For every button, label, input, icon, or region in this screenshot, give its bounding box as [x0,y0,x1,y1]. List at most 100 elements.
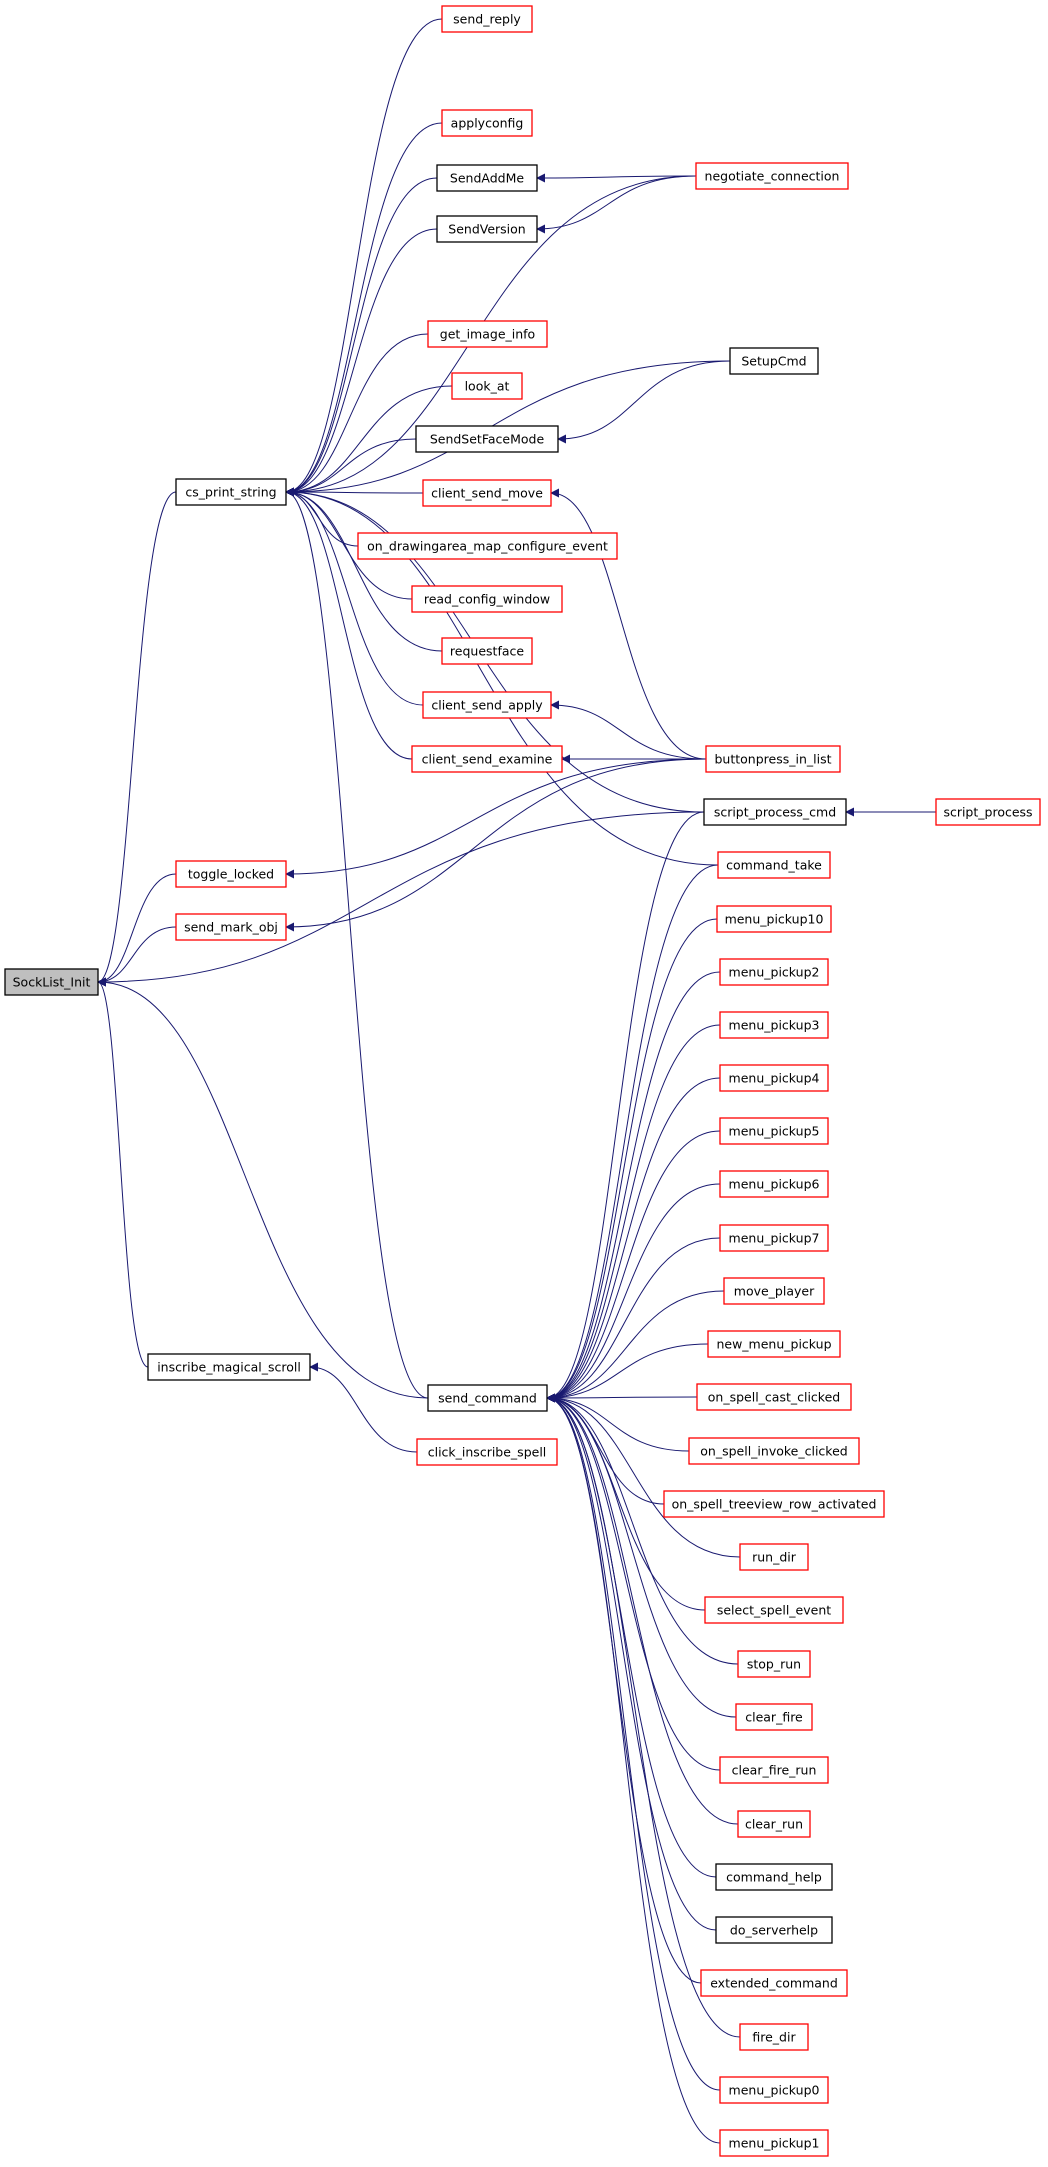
edge-send-reply-to-cs-print-string [285,18,443,497]
edge-buttonpress-in-list-to-client-send-move [550,488,707,760]
node-stop-run[interactable]: stop_run [737,1650,811,1678]
node-label: on_spell_cast_clicked [708,1390,840,1405]
node-run-dir[interactable]: run_dir [739,1543,809,1571]
node-new-menu-pickup[interactable]: new_menu_pickup [707,1330,841,1358]
node-box [695,162,849,190]
node-label: menu_pickup0 [729,2083,820,2098]
edge-command-take-to-send-command [546,864,719,1403]
node-label: on_spell_invoke_clicked [700,1444,847,1459]
node-box [935,798,1041,826]
node-requestface[interactable]: requestface [441,637,533,665]
node-sendsetfacemode[interactable]: SendSetFaceMode [415,425,559,453]
edge-menu-pickup5-to-send-command [546,1130,721,1403]
node-menu-pickup2[interactable]: menu_pickup2 [719,958,829,986]
node-buttonpress-in-list[interactable]: buttonpress_in_list [705,745,841,773]
node-box [696,1383,852,1411]
node-script-process[interactable]: script_process [935,798,1041,826]
edge-buttonpress-in-list-to-send-mark-obj [285,758,707,932]
node-menu-pickup7[interactable]: menu_pickup7 [719,1224,829,1252]
node-get-image-info[interactable]: get_image_info [427,320,548,348]
node-box [436,215,538,243]
edge-setupcmd-to-sendsetfacemode [557,360,731,444]
node-setupcmd[interactable]: SetupCmd [729,347,819,375]
node-command-help[interactable]: command_help [715,1863,833,1891]
node-socklist-init[interactable]: SockList_Init [4,968,99,996]
edge-do-serverhelp-to-send-command [546,1393,717,1931]
node-cs-print-string[interactable]: cs_print_string [175,478,287,506]
node-negotiate-connection[interactable]: negotiate_connection [695,162,849,190]
node-read-config-window[interactable]: read_config_window [411,585,563,613]
node-menu-pickup4[interactable]: menu_pickup4 [719,1064,829,1092]
node-box [663,1490,885,1518]
edge-send-mark-obj-to-socklist-init [97,926,177,987]
node-box [719,958,829,986]
node-box [723,1277,825,1305]
edge-on-spell-invoke-clicked-to-send-command [546,1393,690,1452]
node-menu-pickup3[interactable]: menu_pickup3 [719,1011,829,1039]
node-send-reply[interactable]: send_reply [441,5,533,33]
node-box [427,1384,548,1412]
node-clear-fire[interactable]: clear_fire [735,1703,813,1731]
node-clear-fire-run[interactable]: clear_fire_run [719,1756,829,1784]
node-box [411,585,563,613]
node-box [735,1703,813,1731]
node-label: on_spell_treeview_row_activated [672,1497,877,1512]
edge-menu-pickup2-to-send-command [546,971,721,1403]
node-client-send-move[interactable]: client_send_move [422,479,552,507]
node-menu-pickup6[interactable]: menu_pickup6 [719,1170,829,1198]
node-send-mark-obj[interactable]: send_mark_obj [175,913,287,941]
node-label: run_dir [752,1550,797,1565]
node-box [707,1330,841,1358]
node-menu-pickup5[interactable]: menu_pickup5 [719,1117,829,1145]
node-inscribe-magical-scroll[interactable]: inscribe_magical_scroll [147,1353,311,1381]
edge-clear-fire-to-send-command [546,1393,737,1718]
node-box [717,851,831,879]
node-clear-run[interactable]: clear_run [737,1810,811,1838]
node-menu-pickup10[interactable]: menu_pickup10 [716,905,832,933]
node-menu-pickup0[interactable]: menu_pickup0 [719,2076,829,2104]
node-box [719,1011,829,1039]
edge-stop-run-to-send-command [546,1393,739,1665]
node-label: clear_run [745,1817,803,1832]
node-toggle-locked[interactable]: toggle_locked [175,860,287,888]
edge-menu-pickup3-to-send-command [546,1024,721,1403]
node-box [719,1224,829,1252]
node-do-serverhelp[interactable]: do_serverhelp [715,1916,833,1944]
node-label: command_help [726,1870,822,1885]
node-box [415,425,559,453]
node-on-drawingarea-map-configure-event[interactable]: on_drawingarea_map_configure_event [357,532,618,560]
node-select-spell-event[interactable]: select_spell_event [704,1596,844,1624]
node-client-send-examine[interactable]: client_send_examine [411,745,563,773]
node-on-spell-invoke-clicked[interactable]: on_spell_invoke_clicked [688,1437,860,1465]
node-move-player[interactable]: move_player [723,1277,825,1305]
node-client-send-apply[interactable]: client_send_apply [422,691,552,719]
edge-menu-pickup1-to-send-command [546,1393,721,2144]
node-script-process-cmd[interactable]: script_process_cmd [703,798,847,826]
node-label: send_mark_obj [184,920,278,935]
node-label: command_take [726,858,822,873]
node-label: negotiate_connection [705,169,840,184]
node-on-spell-cast-clicked[interactable]: on_spell_cast_clicked [696,1383,852,1411]
node-label: extended_command [710,1976,838,1991]
node-fire-dir[interactable]: fire_dir [739,2023,809,2051]
node-box [441,5,533,33]
node-label: fire_dir [752,2030,796,2045]
node-on-spell-treeview-row-activated[interactable]: on_spell_treeview_row_activated [663,1490,885,1518]
node-applyconfig[interactable]: applyconfig [441,109,533,137]
node-sendversion[interactable]: SendVersion [436,215,538,243]
node-click-inscribe-spell[interactable]: click_inscribe_spell [416,1438,558,1466]
edge-fire-dir-to-send-command [546,1393,741,2038]
node-box [427,320,548,348]
node-label: client_send_apply [431,698,543,713]
node-command-take[interactable]: command_take [717,851,831,879]
node-box [357,532,618,560]
node-sendaddme[interactable]: SendAddMe [436,164,538,192]
node-label: SetupCmd [741,354,806,369]
edge-get-image-info-to-cs-print-string [285,333,429,497]
node-menu-pickup1[interactable]: menu_pickup1 [719,2129,829,2157]
node-look-at[interactable]: look_at [451,372,523,400]
node-extended-command[interactable]: extended_command [700,1969,848,1997]
node-send-command[interactable]: send_command [427,1384,548,1412]
edge-toggle-locked-to-socklist-init [97,873,177,987]
